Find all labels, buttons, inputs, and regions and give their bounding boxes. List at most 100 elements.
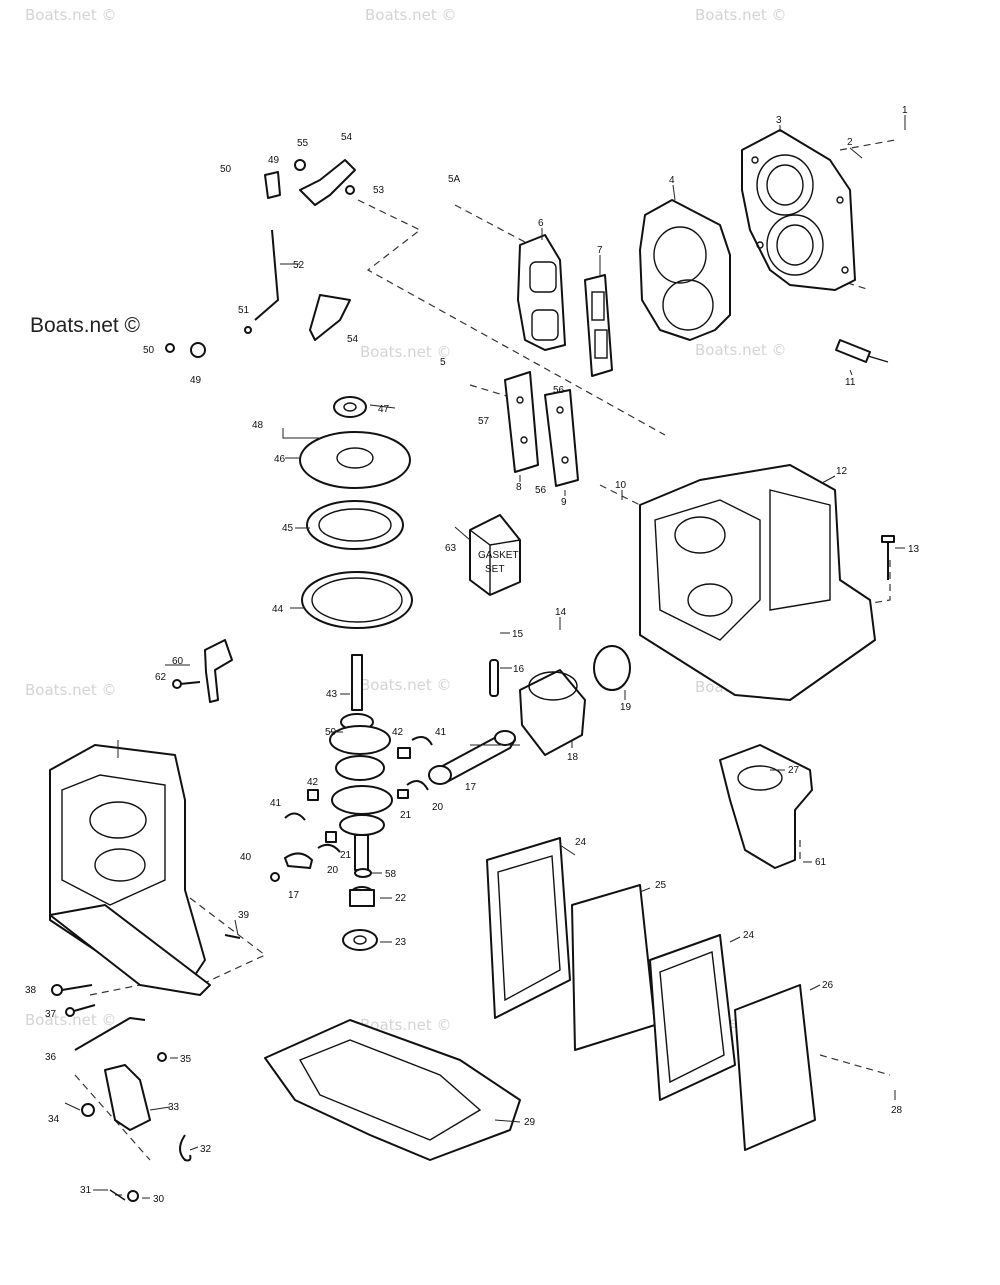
callout-41-right: 41 xyxy=(435,727,447,738)
crankcase-upper xyxy=(639,464,876,701)
callout-35: 35 xyxy=(180,1054,192,1065)
plate-gasket xyxy=(306,500,404,550)
cylinder-head xyxy=(741,129,856,291)
callout-61: 61 xyxy=(815,857,827,868)
cover-gasket xyxy=(584,274,613,377)
callout-55: 55 xyxy=(297,138,309,149)
callout-8: 8 xyxy=(516,482,522,493)
callout-53: 53 xyxy=(373,185,385,196)
bolts-small xyxy=(51,679,241,1017)
callout-37: 37 xyxy=(45,1009,57,1020)
nut-and-clip xyxy=(109,1189,139,1202)
callout-56-bottom: 56 xyxy=(535,485,547,496)
leader-lines xyxy=(64,115,906,1199)
watermark: Boats.net © xyxy=(360,1016,452,1034)
temperature-sensor xyxy=(835,339,889,363)
callout-46: 46 xyxy=(274,454,286,465)
callout-33: 33 xyxy=(168,1102,180,1113)
piston xyxy=(519,669,586,756)
callout-20-lower: 20 xyxy=(327,865,339,876)
callout-47: 47 xyxy=(378,404,390,415)
piston-ring xyxy=(593,645,631,691)
callout-56-top: 56 xyxy=(553,385,565,396)
callout-51: 51 xyxy=(238,305,250,316)
callout-27: 27 xyxy=(788,765,800,776)
callout-17-rod: 17 xyxy=(465,782,477,793)
callout-39: 39 xyxy=(238,910,250,921)
callout-13: 13 xyxy=(908,544,920,555)
watermark: Boats.net © xyxy=(365,6,457,24)
callout-22: 22 xyxy=(395,893,407,904)
exhaust-gasket-inner xyxy=(486,837,571,1019)
callout-54-bottom: 54 xyxy=(347,334,359,345)
watermark: Boats.net © xyxy=(695,341,787,359)
callout-16: 16 xyxy=(513,664,525,675)
watermark: Boats.net © xyxy=(25,6,117,24)
callout-48: 48 xyxy=(252,420,264,431)
brand-label: Boats.net © xyxy=(30,314,141,337)
throttle-bracket xyxy=(81,1052,167,1131)
callout-5: 5 xyxy=(440,357,446,368)
callout-29: 29 xyxy=(524,1117,536,1128)
callout-23: 23 xyxy=(395,937,407,948)
callout-3: 3 xyxy=(776,115,782,126)
callout-49-top: 49 xyxy=(268,155,280,166)
callout-45: 45 xyxy=(282,523,294,534)
watermark: Boats.net © xyxy=(25,681,117,699)
spring xyxy=(179,1134,192,1162)
callout-42-left: 42 xyxy=(307,777,319,788)
lower-seal xyxy=(342,929,378,951)
callout-24-outer: 24 xyxy=(743,930,755,941)
callout-14: 14 xyxy=(555,607,567,618)
callout-43: 43 xyxy=(326,689,338,700)
throttle-linkage xyxy=(165,159,356,358)
callout-28: 28 xyxy=(891,1105,903,1116)
callout-2: 2 xyxy=(847,137,853,148)
callout-57: 57 xyxy=(478,416,490,427)
transfer-port-cover xyxy=(517,234,566,351)
callout-34: 34 xyxy=(48,1114,60,1125)
callout-49-bottom: 49 xyxy=(190,375,202,386)
retainer-plate xyxy=(299,431,411,489)
gasket-set-label-line2: SET xyxy=(485,564,504,575)
crankshaft xyxy=(329,654,393,871)
exhaust-gasket-outer xyxy=(649,934,736,1101)
gasket-set-box: GASKET SET xyxy=(469,514,521,596)
callout-32: 32 xyxy=(200,1144,212,1155)
callout-41-left: 41 xyxy=(270,798,282,809)
reed-plate-gasket xyxy=(544,389,579,487)
callout-1: 1 xyxy=(902,105,908,116)
callout-21-upper: 21 xyxy=(400,810,412,821)
connecting-rod xyxy=(428,730,516,785)
watermark: Boats.net © xyxy=(360,676,452,694)
callout-44: 44 xyxy=(272,604,284,615)
callout-21-lower: 21 xyxy=(340,850,352,861)
gasket-set-label-line1: GASKET xyxy=(478,550,519,561)
exhaust-cover-plate xyxy=(571,884,656,1051)
callout-labels: 1 2 3 4 5 5A 6 7 8 9 10 11 12 13 14 15 1… xyxy=(25,105,920,1205)
lower-main-bearing xyxy=(349,886,375,907)
callout-26: 26 xyxy=(822,980,834,991)
watermark: Boats.net © xyxy=(695,6,787,24)
exhaust-housing xyxy=(719,744,813,869)
callout-42-right: 42 xyxy=(392,727,404,738)
callout-25: 25 xyxy=(655,880,667,891)
piston-pin xyxy=(489,659,499,697)
callout-15: 15 xyxy=(512,629,524,640)
callout-50-top: 50 xyxy=(220,164,232,175)
callout-19: 19 xyxy=(620,702,632,713)
callout-60: 60 xyxy=(172,656,184,667)
link-rod xyxy=(74,1017,146,1051)
rod-bearings xyxy=(284,735,433,853)
main-bearing-ring xyxy=(354,868,372,878)
bracket xyxy=(204,639,233,703)
callout-31: 31 xyxy=(80,1185,92,1196)
callout-17-cap: 17 xyxy=(288,890,300,901)
callout-20-upper: 20 xyxy=(432,802,444,813)
callout-12-upper: 12 xyxy=(836,466,848,477)
watermark: Boats.net © xyxy=(360,343,452,361)
callout-6: 6 xyxy=(538,218,544,229)
callout-10: 10 xyxy=(615,480,627,491)
callout-18: 18 xyxy=(567,752,579,763)
